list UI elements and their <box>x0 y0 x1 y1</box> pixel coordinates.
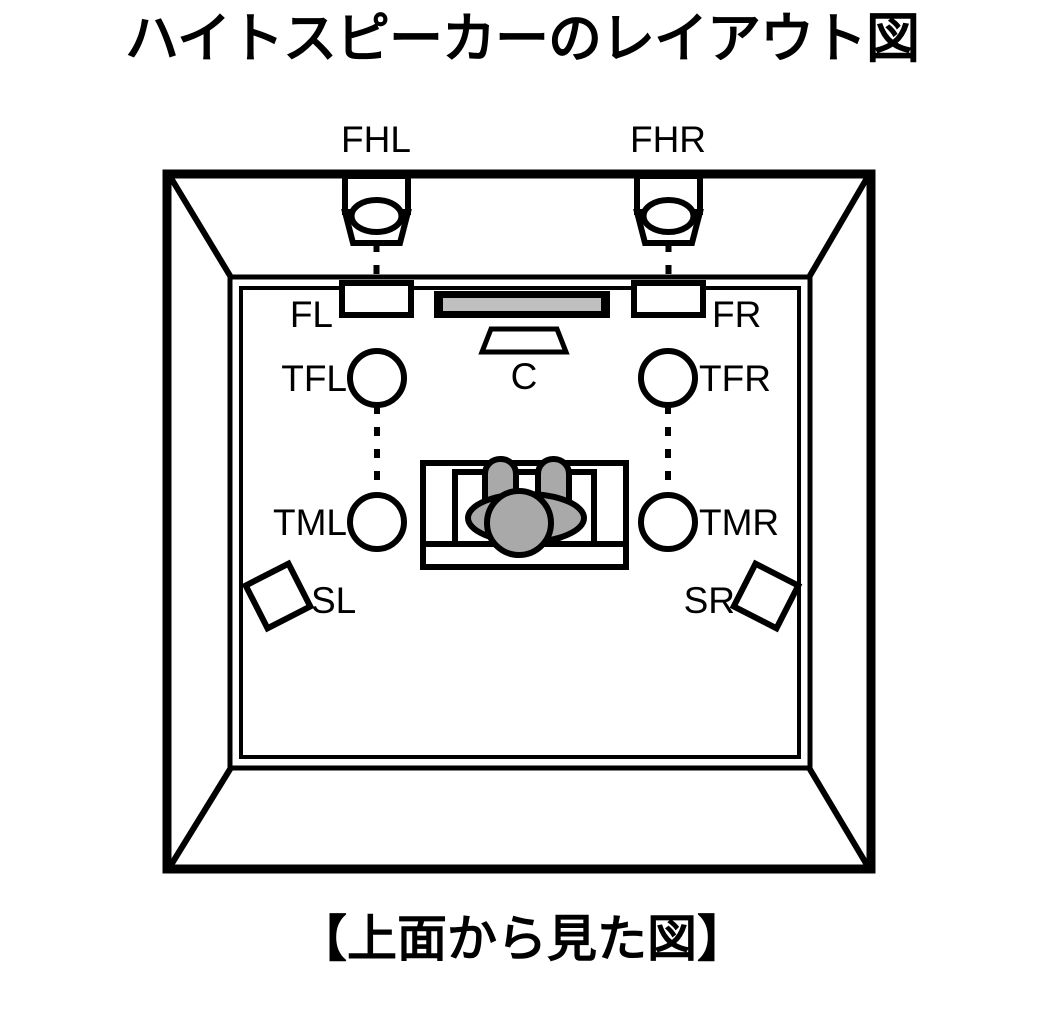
fr-front-speaker[interactable] <box>631 280 706 318</box>
center-label: C <box>511 356 538 397</box>
sl-surround-speaker[interactable] <box>241 559 315 633</box>
room-outline <box>162 169 876 874</box>
sr-label: SR <box>684 580 735 621</box>
sl-speaker-box <box>241 559 315 633</box>
fhl-speaker-driver <box>348 197 405 235</box>
fl-label: FL <box>290 294 333 335</box>
fhr-label: FHR <box>630 119 706 160</box>
sr-surround-speaker[interactable] <box>729 559 803 633</box>
sl-label: SL <box>311 580 356 621</box>
page-caption: 【上面から見た図】 <box>297 910 747 968</box>
page-title: ハイトスピーカーのレイアウト図 <box>125 7 920 70</box>
center-speaker[interactable] <box>478 326 570 355</box>
tfl-label: TFL <box>281 358 347 399</box>
tmr-label: TMR <box>699 502 779 543</box>
fhl-label: FHL <box>341 119 411 160</box>
listener-head <box>484 488 554 558</box>
sr-speaker-box <box>729 559 803 633</box>
tml-in-ceiling-speaker[interactable] <box>347 492 407 552</box>
fr-label: FR <box>712 294 761 335</box>
fhr-speaker-driver <box>640 197 697 235</box>
tfl-in-ceiling-speaker[interactable] <box>347 348 407 408</box>
tfr-label: TFR <box>699 358 771 399</box>
corner-diagonal-bottom-right <box>805 764 870 867</box>
fhl-ceiling-speaker[interactable] <box>341 173 412 246</box>
corner-diagonal-bottom-left <box>168 764 235 867</box>
corner-diagonal-top-left <box>168 176 235 281</box>
room-inner-rect-inner <box>239 286 801 759</box>
corner-diagonal-top-right <box>805 176 870 281</box>
tv-screen <box>443 298 601 311</box>
room-outer-rect <box>162 169 876 874</box>
tfr-in-ceiling-speaker[interactable] <box>638 348 698 408</box>
fl-front-speaker[interactable] <box>339 280 414 318</box>
television <box>434 291 610 318</box>
fhr-ceiling-speaker[interactable] <box>633 173 704 246</box>
seated-listener <box>465 456 587 558</box>
room-inner-rect-outer <box>227 274 813 771</box>
tml-label: TML <box>273 502 347 543</box>
tmr-in-ceiling-speaker[interactable] <box>638 492 698 552</box>
